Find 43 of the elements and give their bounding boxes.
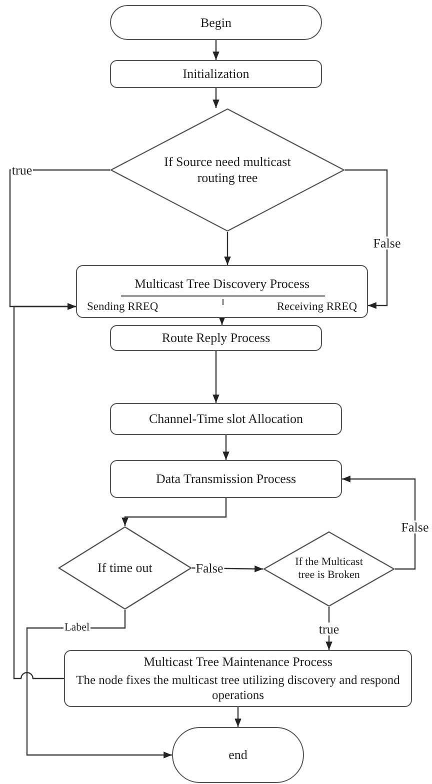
node-label: end (228, 747, 248, 763)
process-box (110, 325, 322, 351)
edge-label: Label (63, 622, 91, 634)
process-box (110, 403, 342, 435)
edge-label: False (372, 236, 402, 250)
node-label: If Source need multicast routing tree (163, 154, 292, 186)
node-description: The node fixes the multicast tree utilizing discovery and respond operations (75, 673, 401, 704)
connector-arrow (9, 169, 110, 310)
process-step-label: Sending RREQ (87, 301, 158, 315)
node-label: Data Transmission Process (156, 471, 296, 487)
process-box (76, 265, 368, 318)
node-label: If the Multicast tree is Broken (294, 556, 364, 582)
connector-arrow (212, 40, 220, 60)
connector-arrow (26, 610, 172, 758)
terminal-shape (110, 5, 322, 40)
connector-arrow (345, 169, 388, 309)
connector-arrow (212, 351, 220, 403)
node-label: Initialization (182, 66, 250, 82)
decision-diamond (58, 526, 192, 610)
process-box (64, 650, 412, 707)
node-label: Route Reply Process (162, 330, 270, 346)
connector-arrow (342, 476, 416, 570)
edge-label: False (400, 520, 430, 534)
edge-label: False (194, 562, 224, 574)
connector-arrow (218, 316, 226, 325)
process-box (110, 60, 322, 88)
connector-arrow (234, 707, 242, 727)
node-label: Channel-Time slot Allocation (148, 411, 304, 427)
process-heading: Multicast Tree Discovery Process (133, 276, 311, 292)
connector-arrow (122, 498, 227, 526)
connector-arrow (212, 88, 220, 108)
connector-arrow (224, 232, 231, 265)
connector-arrow (13, 303, 76, 680)
node-label: If time out (98, 560, 152, 576)
node-label: Begin (200, 14, 232, 30)
process-step-label: Receiving RREQ (276, 301, 357, 315)
connector-arrow (222, 435, 230, 460)
process-box (110, 460, 342, 498)
decision-diamond (110, 108, 345, 232)
connector-arrow (326, 607, 332, 650)
decision-diamond (263, 531, 395, 607)
edge-label: true (318, 622, 340, 635)
node-label: Multicast Tree Maintenance Process (144, 654, 332, 670)
